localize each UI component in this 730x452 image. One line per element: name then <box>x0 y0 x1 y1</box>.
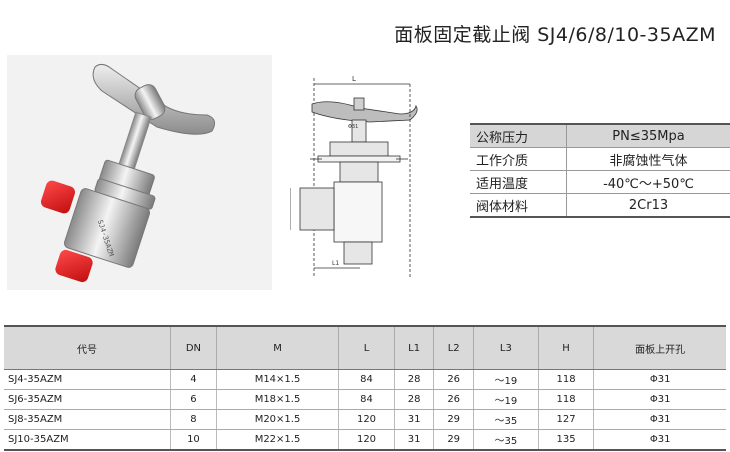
spec-value: -40℃～+50℃ <box>566 170 730 194</box>
table-cell: SJ4-35AZM <box>4 369 172 390</box>
table-cell: ～35 <box>473 429 539 451</box>
table-cell: 135 <box>538 429 595 451</box>
table-cell: 84 <box>338 389 395 410</box>
table-header: L1 <box>394 325 435 370</box>
table-cell: ～19 <box>473 369 539 390</box>
dim-label-phi: Φ31 <box>348 124 358 130</box>
technical-drawing: L Φ31 L1 <box>289 68 480 288</box>
table-cell: 31 <box>394 409 435 430</box>
table-cell: 118 <box>538 369 595 390</box>
table-cell: 118 <box>538 389 595 410</box>
table-header: DN <box>170 325 217 370</box>
table-cell: 28 <box>394 369 435 390</box>
dim-label-l: L <box>352 75 356 83</box>
table-cell: 84 <box>338 369 395 390</box>
table-cell: M22×1.5 <box>216 429 340 451</box>
spec-key: 工作介质 <box>470 147 567 171</box>
table-cell: 29 <box>433 429 474 451</box>
table-cell: 29 <box>433 409 474 430</box>
table-cell: 26 <box>433 369 474 390</box>
dim-label-l1: L1 <box>332 260 339 267</box>
table-cell: 10 <box>170 429 217 451</box>
table-header: 代号 <box>4 325 172 370</box>
table-cell: 4 <box>170 369 217 390</box>
spec-row: 适用温度-40℃～+50℃ <box>470 170 730 194</box>
table-cell: 8 <box>170 409 217 430</box>
table-cell: M20×1.5 <box>216 409 340 430</box>
table-cell: ～19 <box>473 389 539 410</box>
table-cell: Φ31 <box>593 369 726 390</box>
table-cell: 120 <box>338 409 395 430</box>
table-cell: Φ31 <box>593 429 726 451</box>
table-cell: M14×1.5 <box>216 369 340 390</box>
table-cell: 31 <box>394 429 435 451</box>
spec-key: 适用温度 <box>470 170 567 194</box>
table-header: L <box>338 325 395 370</box>
table-cell: 26 <box>433 389 474 410</box>
valve-illustration: SJ4-35AZM <box>40 63 216 283</box>
table-cell: SJ10-35AZM <box>4 429 172 451</box>
table-header: L2 <box>433 325 474 370</box>
product-photo: SJ4-35AZM <box>7 55 272 290</box>
table-header: L3 <box>473 325 539 370</box>
table-cell: 127 <box>538 409 595 430</box>
table-cell: 28 <box>394 389 435 410</box>
table-cell: SJ8-35AZM <box>4 409 172 430</box>
table-header: M <box>216 325 340 370</box>
spec-value: 非腐蚀性气体 <box>566 147 730 171</box>
table-cell: 120 <box>338 429 395 451</box>
page-title: 面板固定截止阀 SJ4/6/8/10-35AZM <box>394 24 716 46</box>
table-cell: 6 <box>170 389 217 410</box>
table-cell: M18×1.5 <box>216 389 340 410</box>
table-cell: Φ31 <box>593 409 726 430</box>
spec-row: 工作介质非腐蚀性气体 <box>470 147 730 171</box>
spec-value: PN≤35Mpa <box>566 123 730 148</box>
table-cell: Φ31 <box>593 389 726 410</box>
spec-key: 阀体材料 <box>470 193 567 218</box>
table-header: 面板上开孔 <box>593 325 726 370</box>
table-cell: SJ6-35AZM <box>4 389 172 410</box>
spec-value: 2Cr13 <box>566 193 730 218</box>
spec-key: 公称压力 <box>470 123 567 148</box>
table-cell: ～35 <box>473 409 539 430</box>
table-header: H <box>538 325 595 370</box>
